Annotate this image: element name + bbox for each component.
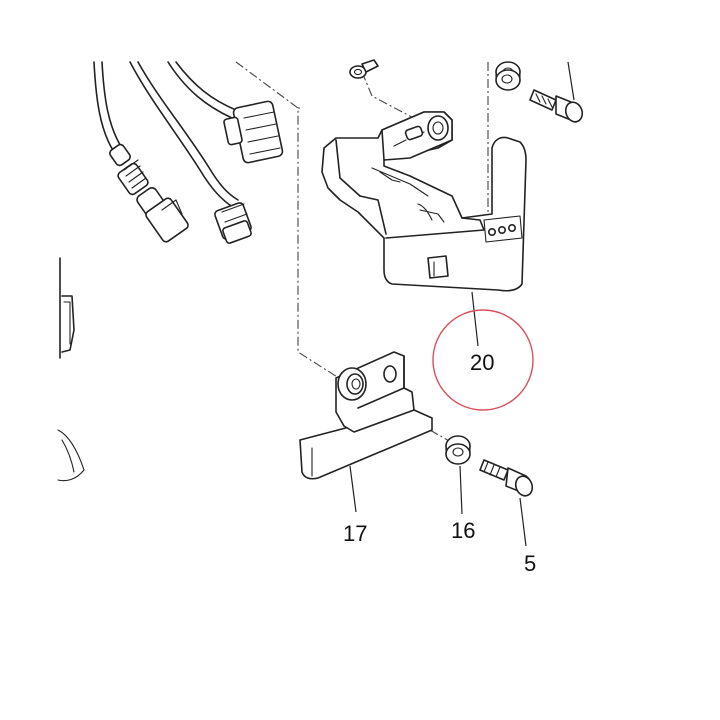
bracket-part-17 xyxy=(299,351,433,513)
part-number-17: 17 xyxy=(343,521,367,546)
top-bolt xyxy=(529,61,584,123)
part-number-16: 16 xyxy=(451,518,475,543)
top-small-nut xyxy=(349,59,379,79)
part-number-5: 5 xyxy=(524,551,536,576)
bolt-part-5 xyxy=(479,459,534,547)
sensor-connector xyxy=(109,143,189,243)
multi-pin-connector xyxy=(223,100,284,164)
wiring-harness xyxy=(93,61,284,244)
frame-fragment xyxy=(57,257,85,482)
bracket-part-20 xyxy=(321,111,527,347)
plug-connector xyxy=(214,202,252,244)
washer-part-16 xyxy=(445,435,471,515)
top-washer xyxy=(495,61,521,91)
highlight-circle xyxy=(432,309,534,411)
part-number-20: 20 xyxy=(470,350,494,375)
